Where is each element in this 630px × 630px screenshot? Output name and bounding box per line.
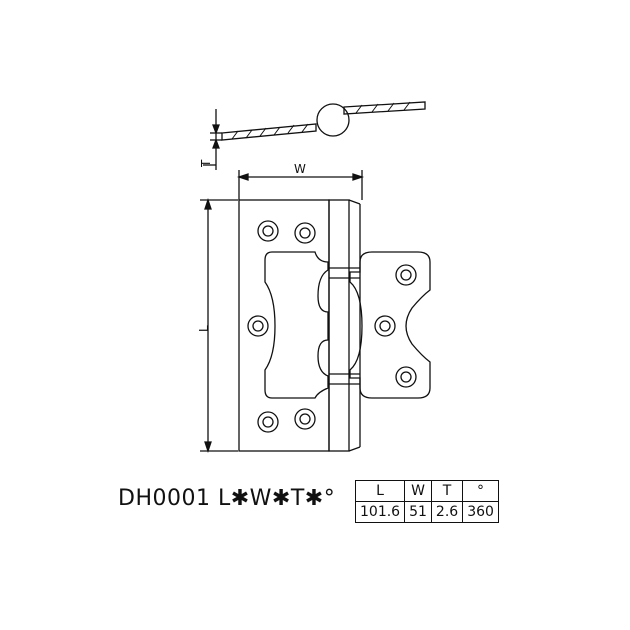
spec-header-width: W xyxy=(404,480,432,502)
spec-table-header-row: L W T ° xyxy=(354,480,499,502)
spec-table-value-row: 101.6 51 2.6 360 xyxy=(354,501,499,523)
hinge-knuckle xyxy=(328,199,361,452)
model-code: DH0001 L✱W✱T✱° xyxy=(118,486,336,511)
spec-value-angle: 360 xyxy=(462,501,499,523)
width-dimension xyxy=(236,170,365,200)
spec-value-length: 101.6 xyxy=(354,501,406,523)
spec-header-thickness: T xyxy=(430,480,464,502)
spec-header-angle: ° xyxy=(462,480,499,502)
hinge-inner-leaf xyxy=(349,251,431,399)
hinge-top-view xyxy=(203,101,426,170)
spec-header-length: L xyxy=(354,480,406,502)
spec-table: L W T ° 101.6 51 2.6 360 xyxy=(354,480,499,523)
spec-value-width: 51 xyxy=(404,501,432,523)
hinge-outer-leaf xyxy=(238,199,330,452)
thickness-dim-label: T xyxy=(199,159,213,168)
length-dimension xyxy=(200,197,238,454)
length-dim-label: L xyxy=(197,325,211,332)
spec-value-thickness: 2.6 xyxy=(430,501,464,523)
width-dim-label: W xyxy=(294,162,306,176)
